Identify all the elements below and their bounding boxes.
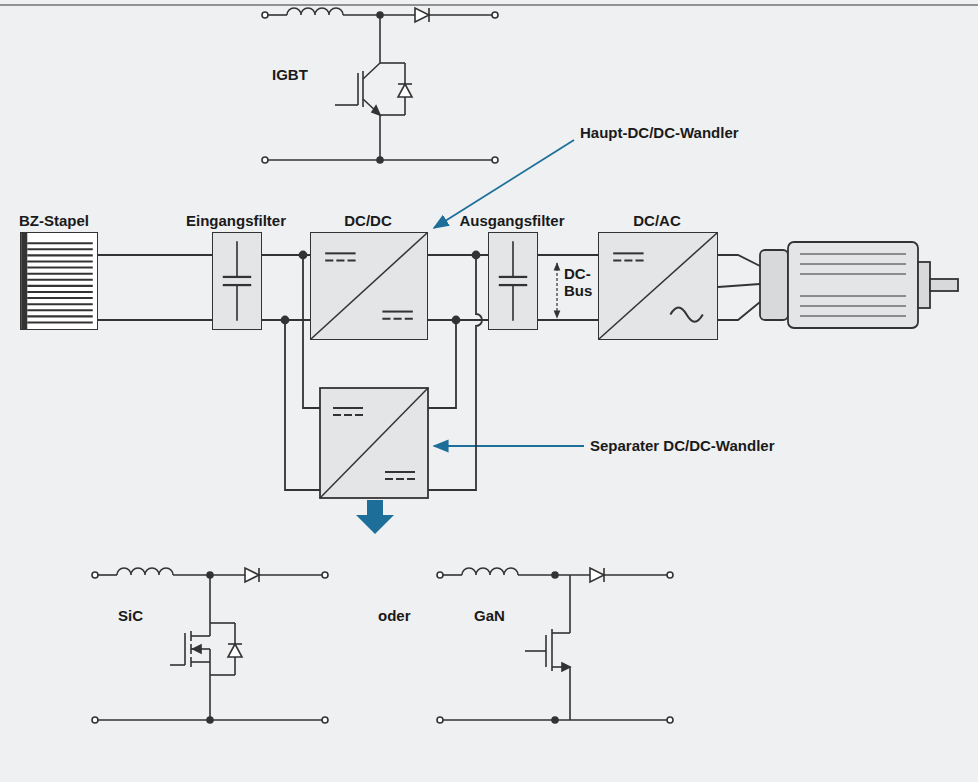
sic-boost-circuit [92,568,328,723]
separate-dcdc-box [320,388,428,498]
block-arrow [356,500,394,534]
inverter-box: DC/AC [598,232,718,340]
component-label: SiC [118,607,143,624]
double-wire [98,255,212,320]
converter-box: DC/DC [310,232,428,340]
leader-line [434,140,574,228]
note-label: oder [378,607,411,624]
box-symbol [213,233,261,329]
box-heading: BZ-Stapel [19,212,89,229]
box-symbol [311,233,427,339]
callout-label: Haupt-DC/DC-Wandler [580,124,739,141]
box-heading: DC/DC [344,212,392,229]
callout-label: Separater DC/DC-Wandler [590,437,774,454]
igbt-boost-circuit [262,8,498,163]
double-wire [428,255,488,320]
gan-boost-circuit [437,568,673,723]
box-heading: Ausgangsfilter [460,212,565,229]
box-symbol [21,233,97,329]
box-symbol [599,233,717,339]
dc-bus-dimension [556,263,557,318]
frame-line [0,4,978,5]
component-label: GaN [474,607,505,624]
bus-label: DC- Bus [564,265,598,299]
filter-box: Eingangsfilter [212,232,262,330]
box-heading: Eingangsfilter [186,212,286,229]
box-heading: DC/AC [633,212,681,229]
filter-box: Ausgangsfilter [488,232,538,330]
fuel-cell-stack: BZ-Stapel [20,232,98,330]
leader-line [434,445,584,447]
double-wire [262,255,310,320]
motor-wiring [718,255,760,320]
double-wire [538,255,598,320]
box-symbol [489,233,537,329]
component-label: IGBT [272,66,308,83]
electric-motor [760,242,958,328]
